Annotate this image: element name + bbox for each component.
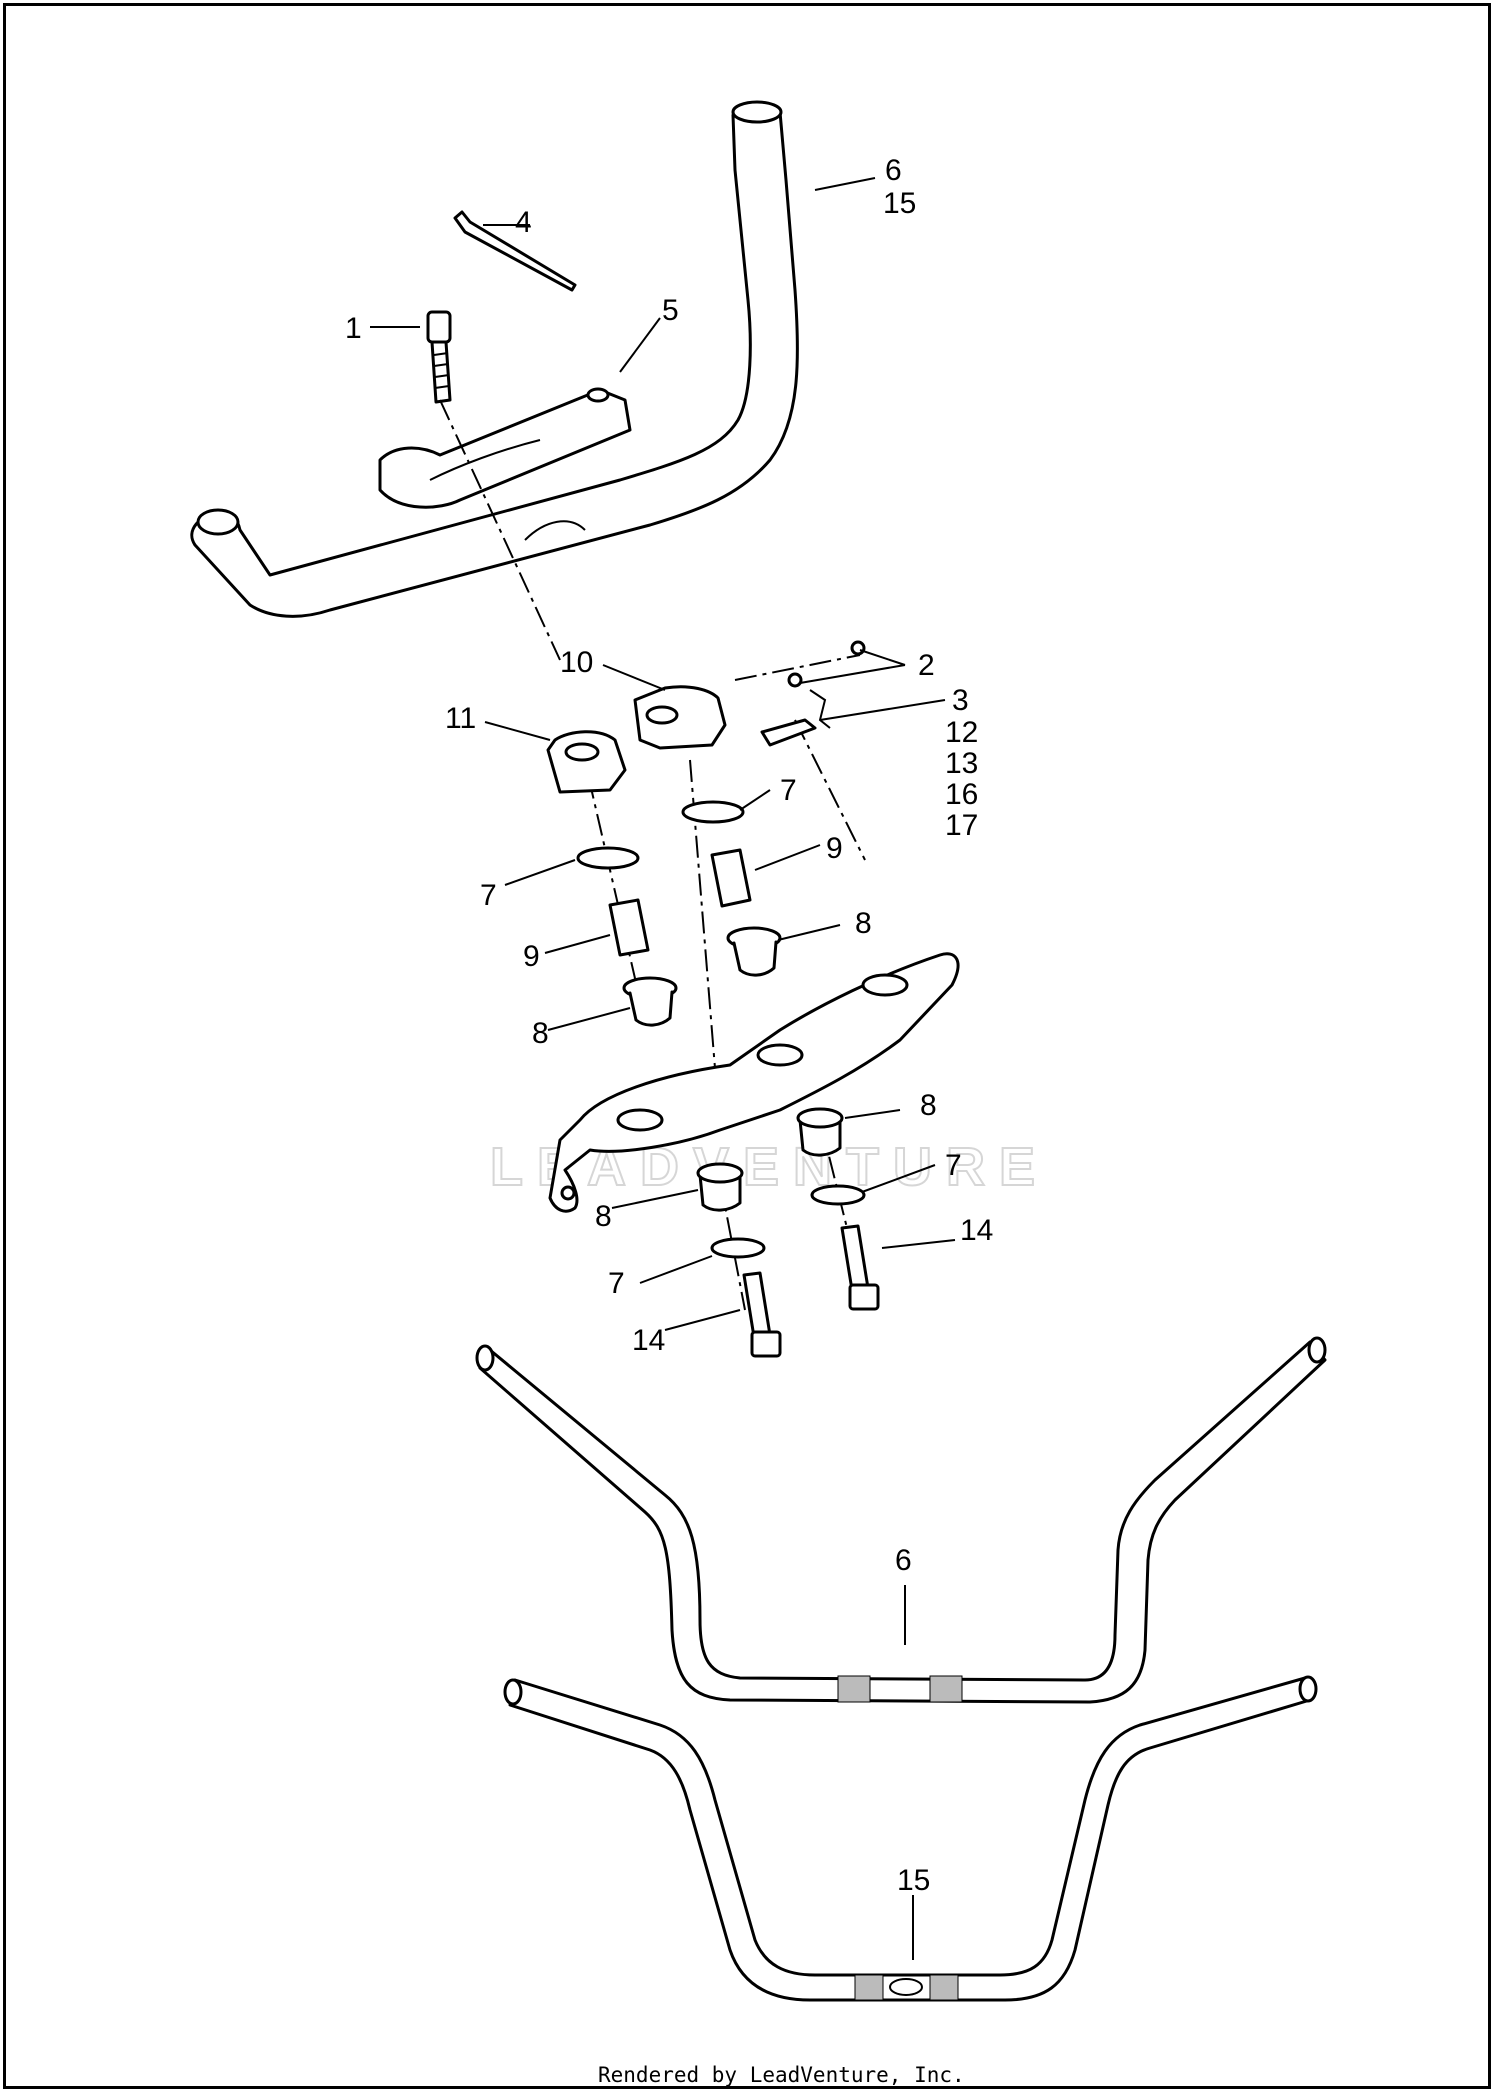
bolt-part-1 [426,310,452,404]
washer-part-7-upper-right [681,800,745,824]
callout-13: 13 [945,747,978,780]
callout-labels: 1 2 3 4 5 6 15 7 7 7 7 8 8 8 8 9 9 10 11… [345,154,993,1897]
callout-7-c: 7 [945,1149,962,1182]
callout-15-bottom: 15 [897,1864,930,1897]
callout-2: 2 [918,649,935,682]
callout-8-b: 8 [532,1017,549,1050]
spacer-part-9-right [710,848,752,908]
washer-part-7-upper-left [576,846,640,870]
callout-8-d: 8 [595,1200,612,1233]
switch-part-3 [760,689,831,747]
callout-6-top: 6 [885,154,902,187]
bushing-part-8-lower-right [796,1107,844,1157]
handlebar-part-6 [475,1336,1327,1704]
callout-4: 4 [515,206,532,239]
riser-part-10 [633,685,727,750]
footer-credit: Rendered by LeadVenture, Inc. [598,2063,965,2087]
callout-8-a: 8 [855,907,872,940]
callout-7-a: 7 [780,774,797,807]
callout-10: 10 [560,646,593,679]
washer-part-7-lower-left [710,1237,766,1259]
bushing-part-8-upper-left [622,976,678,1027]
upper-clamp-part-5 [378,387,632,509]
callout-5: 5 [662,294,679,327]
callout-6-bottom: 6 [895,1544,912,1577]
callout-14-a: 14 [960,1214,993,1247]
callout-9-a: 9 [826,832,843,865]
callout-15-top: 15 [883,187,916,220]
diagram-frame [3,3,1491,2089]
cable-strap-part-4 [453,210,577,292]
bolt-part-14-right [840,1224,880,1311]
washer-part-7-lower-right [810,1184,866,1206]
triple-clamp [548,952,960,1213]
bushing-part-8-upper-right [726,926,782,977]
spacer-part-9-left [608,898,650,957]
callout-9-b: 9 [523,940,540,973]
screws-part-2 [787,640,866,688]
callout-8-c: 8 [920,1089,937,1122]
handlebar-top-view [190,100,799,618]
callout-1: 1 [345,312,362,345]
callout-11: 11 [445,702,476,735]
callout-7-b: 7 [480,879,497,912]
callout-leaders [370,177,956,1960]
callout-3: 3 [952,684,969,717]
bushing-part-8-lower-left [696,1162,744,1212]
bolt-part-14-left [742,1271,782,1358]
callout-17: 17 [945,809,978,842]
callout-7-d: 7 [608,1267,625,1300]
callout-16: 16 [945,778,978,811]
riser-part-11 [546,730,627,794]
callout-12: 12 [945,716,978,749]
callout-14-b: 14 [632,1324,665,1357]
handlebar-part-15 [503,1675,1318,2002]
